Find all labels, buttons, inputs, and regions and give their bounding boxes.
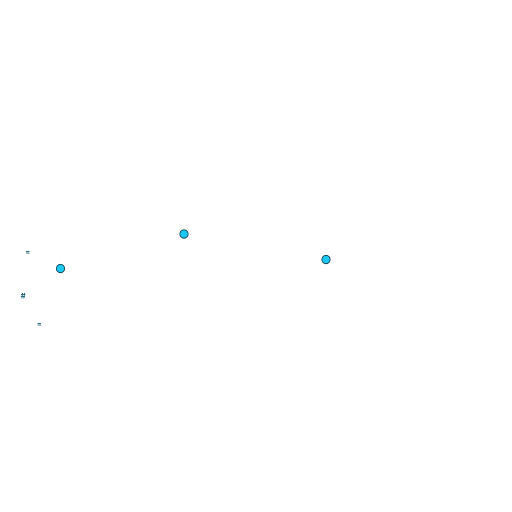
markers-layer — [55, 229, 331, 274]
small-tick-glyph — [26, 251, 30, 254]
small-hash-glyph — [21, 292, 26, 299]
marker-dot[interactable] — [55, 263, 66, 274]
marker-dot[interactable] — [179, 229, 189, 239]
marker-dot[interactable] — [321, 254, 331, 265]
small-tick-glyph — [37, 323, 41, 326]
glyphs-layer — [21, 251, 41, 326]
